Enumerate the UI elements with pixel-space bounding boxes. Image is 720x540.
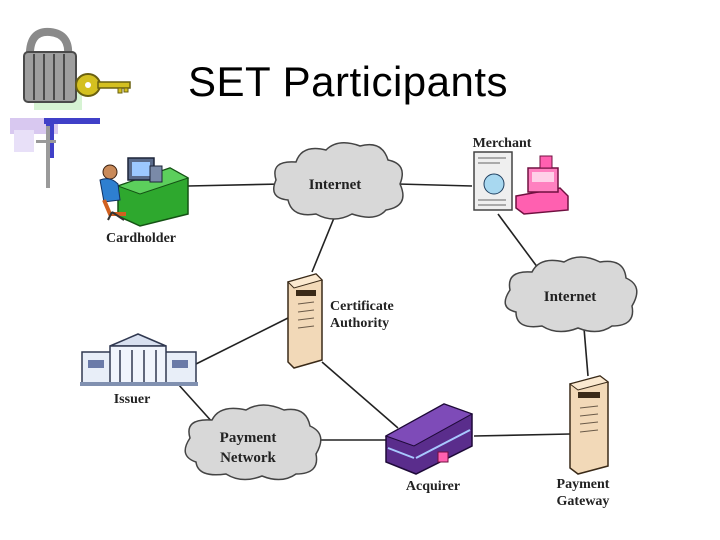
decor-bar-grey [46, 126, 50, 188]
bank-building-icon [80, 333, 198, 386]
payment-gateway-label: Payment Gateway [548, 476, 618, 510]
payment-gateway-label-1: Payment [556, 477, 610, 492]
payment-network-label-2: Network [220, 450, 276, 466]
decor-bar-purple [44, 118, 100, 124]
cloud-internet-right: Internet [504, 256, 638, 333]
link-cardholder-internet [187, 183, 283, 187]
link-issuer-network [177, 383, 215, 425]
internet-top-label: Internet [309, 177, 362, 193]
server-icon-ca [287, 273, 323, 369]
payment-gateway-label-2: Gateway [556, 494, 610, 509]
certificate-authority-label-1: Certificate [330, 299, 394, 314]
payment-network-label-1: Payment [220, 430, 277, 446]
key-icon [75, 73, 131, 97]
cloud-payment-network: Payment Network [184, 404, 322, 481]
connections [177, 183, 589, 441]
link-issuer-ca [195, 317, 289, 365]
cloud-internet-top: Internet [273, 142, 404, 220]
link-acquirer-gateway [473, 433, 571, 437]
link-internet-ca [311, 217, 335, 273]
document-icon [473, 151, 513, 211]
link-merchant-internet [497, 213, 539, 269]
link-internet-gateway [583, 327, 589, 377]
cardholder-label: Cardholder [106, 231, 176, 246]
decor-bar-pale [14, 130, 34, 152]
link-internet-merchant [397, 183, 473, 187]
link-ca-acquirer [321, 361, 399, 429]
computer-user-icon [99, 157, 190, 227]
office-building-icon [384, 403, 474, 475]
issuer-label: Issuer [113, 392, 151, 407]
cash-register-icon [515, 155, 569, 215]
acquirer-label: Acquirer [405, 479, 461, 494]
slide-title: SET Participants [188, 58, 509, 105]
certificate-authority-label: Certificate Authority [330, 298, 406, 332]
padlock-icon [23, 27, 77, 103]
merchant-label: Merchant [472, 136, 532, 151]
internet-right-label: Internet [544, 289, 597, 305]
decor-bar-grey-h [36, 140, 56, 143]
certificate-authority-label-2: Authority [330, 316, 390, 331]
server-icon-gateway [568, 375, 610, 475]
